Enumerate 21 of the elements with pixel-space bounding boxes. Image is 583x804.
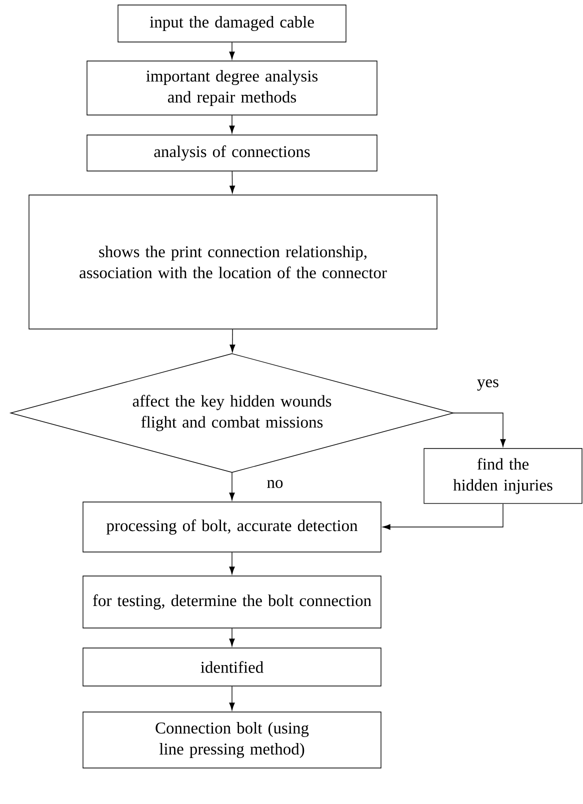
edge-label: yes <box>476 378 500 392</box>
arrow <box>453 412 506 447</box>
arrow <box>229 472 235 500</box>
arrow <box>229 686 235 710</box>
arrow <box>229 115 235 134</box>
edge-label: no <box>266 479 284 489</box>
process-box: shows the print connection relationship, association with the location of the connector <box>28 194 438 330</box>
process-box: for testing, determine the bolt connection <box>82 576 382 628</box>
arrow <box>229 552 235 574</box>
arrow <box>230 171 236 194</box>
process-box: find the hidden injuries <box>424 448 582 504</box>
process-box: input the damaged cable <box>118 4 346 42</box>
process-box: processing of bolt, accurate detection <box>82 502 382 552</box>
process-box: important degree analysis and repair methods <box>86 60 378 116</box>
process-box: analysis of connections <box>86 134 378 172</box>
process-box: Connection bolt (using line pressing method) <box>82 712 382 768</box>
arrow <box>229 628 235 646</box>
process-box: identified <box>82 648 382 686</box>
arrow <box>230 329 236 352</box>
arrow <box>229 42 235 60</box>
arrow <box>382 504 504 530</box>
